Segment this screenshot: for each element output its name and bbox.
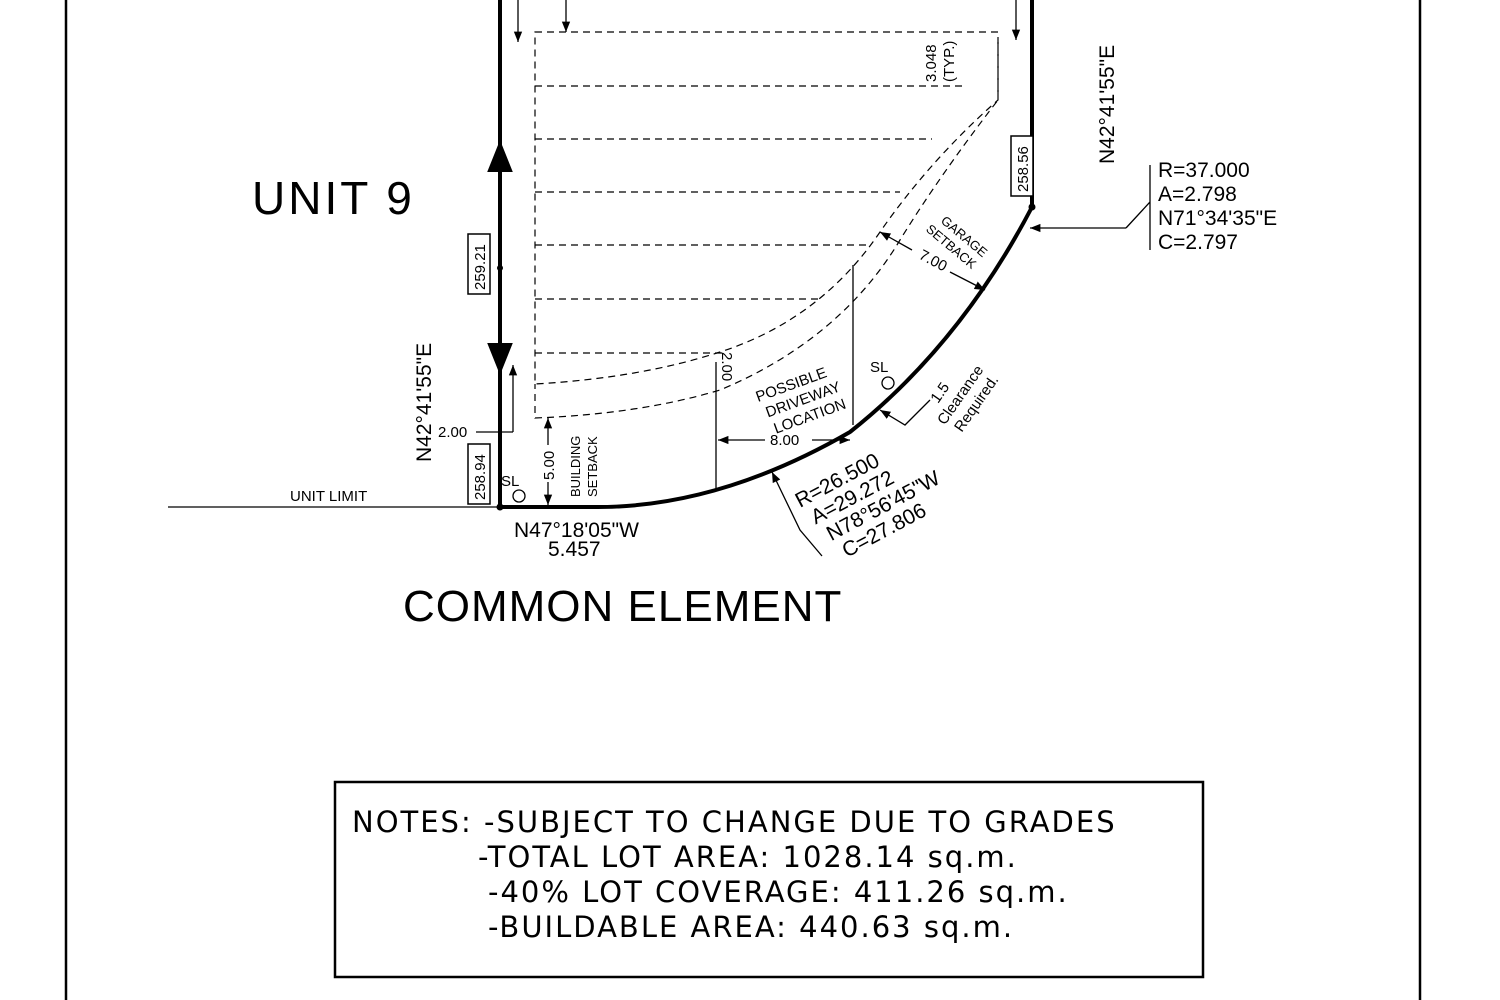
note-line-1: -SUBJECT TO CHANGE DUE TO GRADES bbox=[484, 805, 1117, 839]
streetlight-right bbox=[881, 376, 895, 390]
dimension-arrow bbox=[879, 231, 913, 251]
boundary-point bbox=[1028, 203, 1036, 211]
curve-leader bbox=[771, 471, 823, 557]
curve-leader bbox=[1125, 165, 1151, 250]
curve-right-radius: R=37.000 bbox=[1158, 159, 1250, 182]
elevation-top-left: 259.21 bbox=[472, 244, 489, 290]
typical-dimension: 3.048 bbox=[923, 44, 940, 82]
note-line-3: -40% LOT COVERAGE: 411.26 sq.m. bbox=[488, 875, 1069, 909]
bearing-bottom: N47°18'05"W bbox=[514, 519, 639, 542]
elevation-box-right bbox=[1010, 135, 1034, 197]
sl-label-right: SL bbox=[870, 359, 888, 376]
bearing-right: N42°41'55"E bbox=[1096, 45, 1119, 164]
curve-right-arc: A=2.798 bbox=[1158, 183, 1237, 206]
clearance-leader bbox=[879, 399, 931, 426]
curve-right-chord: C=2.797 bbox=[1158, 231, 1238, 254]
dimension-2-00-a: 2.00 bbox=[438, 424, 467, 441]
elevation-box-bottom-left bbox=[467, 443, 491, 505]
dimension-8-00: 8.00 bbox=[770, 432, 799, 449]
notes-heading: NOTES: bbox=[352, 805, 473, 839]
building-envelope bbox=[534, 31, 999, 385]
bearing-left: N42°41'55"E bbox=[413, 343, 436, 462]
note-line-4: -BUILDABLE AREA: 440.63 sq.m. bbox=[488, 910, 1014, 944]
notes-box bbox=[333, 780, 1205, 979]
boundary-point bbox=[497, 265, 503, 271]
elevation-box-top-left bbox=[467, 233, 491, 295]
building-setback-label: SETBACK bbox=[585, 436, 600, 497]
bearing-bottom-distance: 5.457 bbox=[548, 538, 601, 561]
boundary-point bbox=[496, 503, 504, 511]
typical-dimension-note: (TYP.) bbox=[941, 41, 958, 82]
unit-limit-label: UNIT LIMIT bbox=[290, 488, 367, 505]
elevation-right: 258.56 bbox=[1015, 146, 1032, 192]
curve-right-bearing: N71°34'35"E bbox=[1158, 207, 1277, 230]
streetlight-left bbox=[512, 489, 526, 503]
building-setback-label: BUILDING bbox=[568, 436, 583, 497]
sl-label-left: SL bbox=[501, 473, 519, 490]
dimension-2-00-b: 2.00 bbox=[718, 352, 735, 381]
dimension-5-00: 5.00 bbox=[541, 451, 558, 480]
elevation-bottom-left: 258.94 bbox=[472, 454, 489, 500]
unit-label: UNIT 9 bbox=[252, 172, 415, 224]
dimension-arrow bbox=[949, 271, 986, 291]
note-line-2: -TOTAL LOT AREA: 1028.14 sq.m. bbox=[478, 840, 1018, 874]
lot-boundary bbox=[498, 0, 1034, 509]
common-element-label: COMMON ELEMENT bbox=[403, 582, 842, 631]
